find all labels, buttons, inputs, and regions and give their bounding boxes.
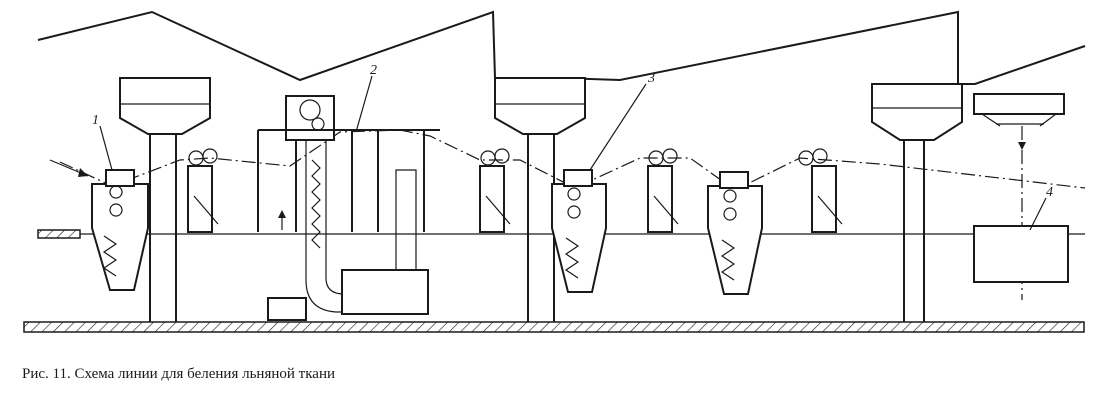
machine-2 bbox=[551, 169, 607, 293]
callout-3: 3 bbox=[589, 71, 655, 171]
squeeze-stand-2 bbox=[479, 148, 511, 233]
steamer-chute bbox=[267, 139, 429, 321]
callout-label-4: 4 bbox=[1046, 185, 1053, 200]
figure-caption: Рис. 11. Схема линии для беления льняной… bbox=[22, 366, 335, 382]
callout-4: 4 bbox=[1029, 185, 1053, 231]
callout-label-3: 3 bbox=[647, 71, 655, 86]
arrow-up bbox=[278, 210, 286, 230]
steamer-frame bbox=[257, 95, 440, 232]
roof-outline bbox=[37, 10, 1086, 85]
machine-1 bbox=[91, 169, 149, 291]
machine-3 bbox=[707, 171, 763, 295]
fabric-path bbox=[59, 129, 1086, 191]
callout-label-2: 2 bbox=[370, 63, 377, 78]
squeeze-stand-3 bbox=[647, 148, 679, 233]
bleaching-line-diagram: 1 2 3 4 bbox=[23, 10, 1086, 333]
batching-unit bbox=[973, 93, 1069, 300]
ground-left bbox=[37, 229, 81, 239]
squeeze-stand-1 bbox=[187, 148, 219, 233]
hopper-1 bbox=[119, 77, 211, 325]
hopper-3 bbox=[871, 83, 963, 329]
callout-2: 2 bbox=[355, 63, 377, 133]
callout-1: 1 bbox=[92, 113, 113, 171]
hopper-2 bbox=[494, 77, 586, 325]
squeeze-stand-4 bbox=[798, 148, 843, 233]
ground-base bbox=[23, 321, 1085, 333]
callout-label-1: 1 bbox=[92, 113, 99, 128]
arrow-in bbox=[49, 159, 89, 177]
